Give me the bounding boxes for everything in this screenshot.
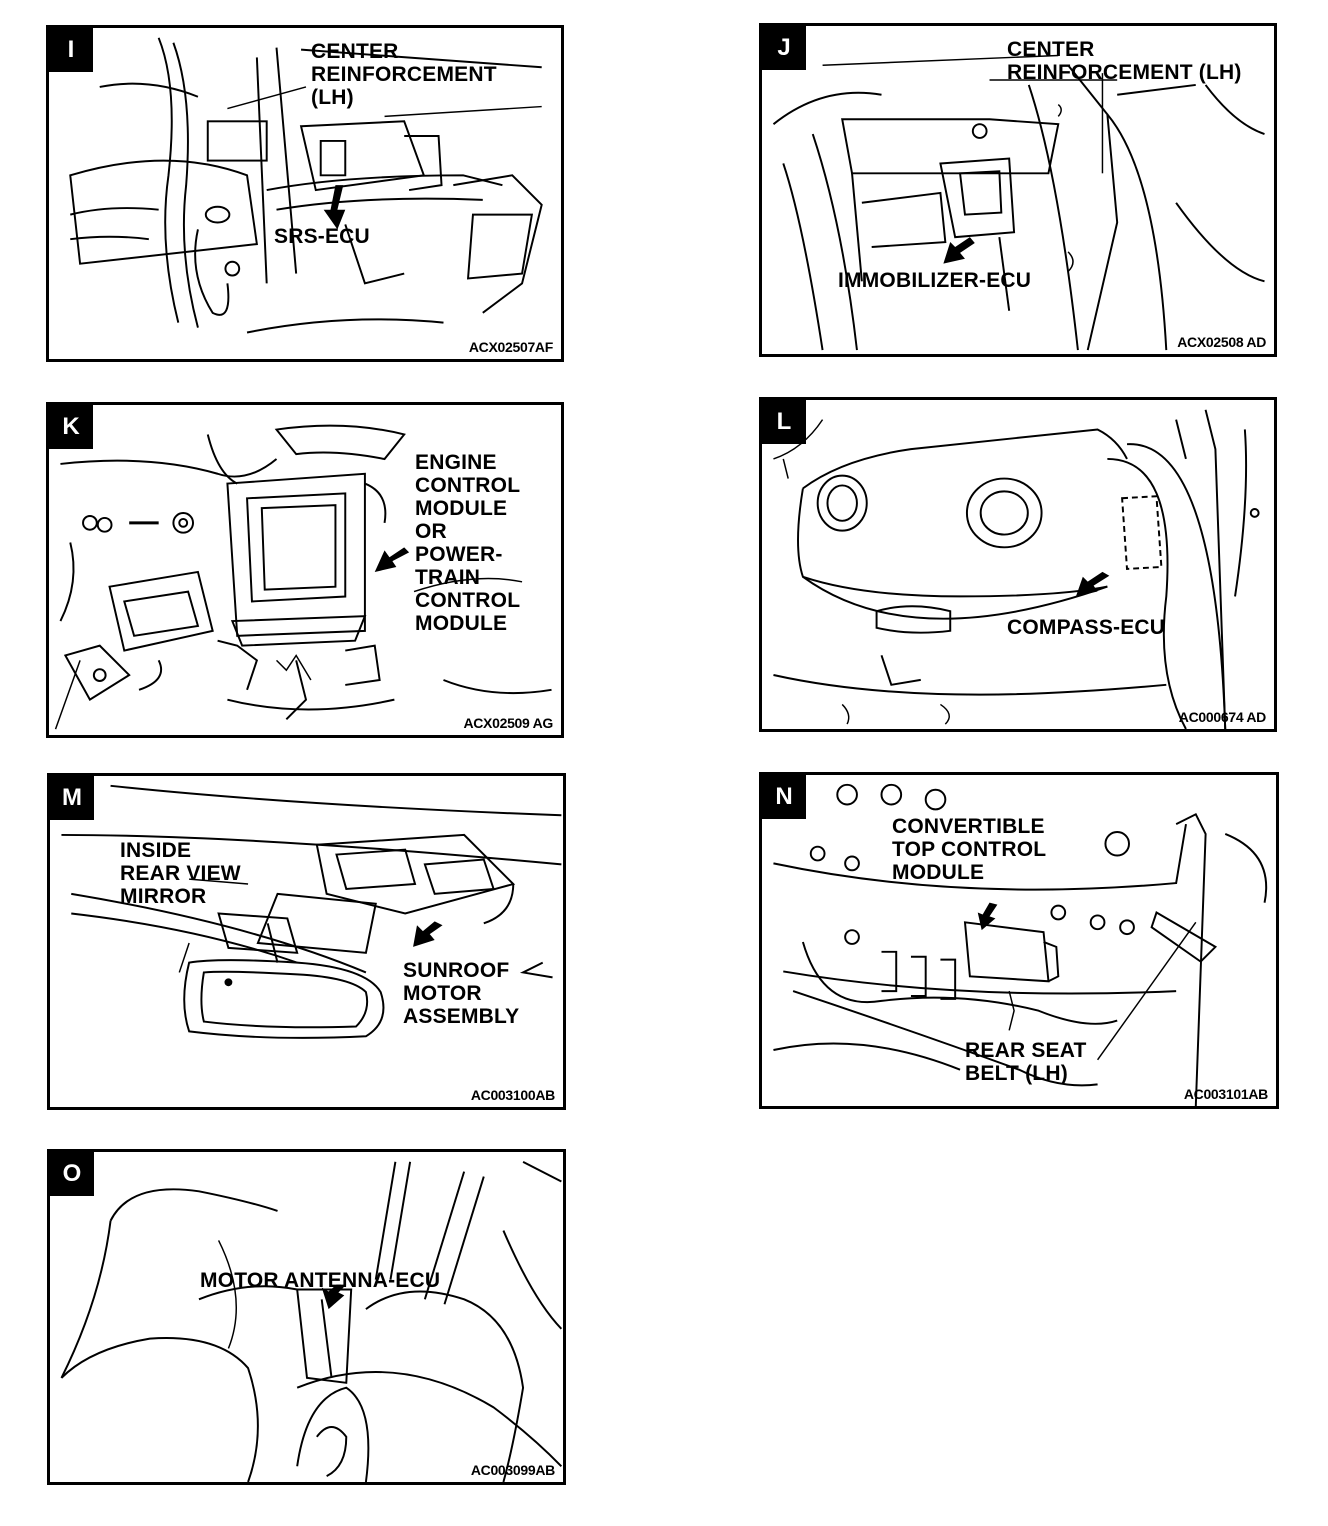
panel-letter: N [762,775,806,819]
diagram-panel-o: O MOTOR ANTENNA-ECU AC003099AB [47,1149,566,1485]
diagram-panel-k: K ENGINE CONTROL MODULE OR POWER- TRAIN … [46,402,564,738]
label-line: REINFORCEMENT [311,63,497,86]
label-immobilizer-ecu: IMMOBILIZER-ECU [838,269,1032,292]
label-sunroof-motor-assembly: SUNROOF MOTOR ASSEMBLY [403,959,519,1028]
label-rear-seat-belt: REAR SEAT BELT (LH) [965,1039,1087,1085]
panel-letter: M [50,776,94,820]
label-line: ENGINE [415,451,497,474]
figure-code: AC003101AB [1183,1086,1268,1102]
panel-n-illustration [773,783,1268,1106]
label-line: POWER- [415,543,503,566]
label-line: SUNROOF [403,959,510,982]
diagram-panel-l: L COMPASS-ECU AC000674 AD [759,397,1277,732]
label-line: REAR VIEW [120,862,241,885]
panel-o-illustration [60,1160,563,1482]
label-line: OR [415,520,447,543]
label-line: CONTROL [415,589,521,612]
label-line: CONVERTIBLE [892,815,1045,838]
label-srs-ecu: SRS-ECU [274,225,370,248]
label-line: BELT (LH) [965,1062,1068,1085]
panel-letter: I [49,28,93,72]
panel-m-illustration [61,784,562,1039]
figure-code: ACX02508 AD [1177,334,1266,350]
label-line: (LH) [311,86,354,109]
label-line: REINFORCEMENT (LH) [1007,61,1242,84]
panel-letter: J [762,26,806,70]
label-inside-rear-view-mirror: INSIDE REAR VIEW MIRROR [120,839,241,908]
panel-letter: L [762,400,806,444]
label-line: MODULE [415,612,508,635]
figure-code: AC003100AB [470,1087,555,1103]
label-line: TRAIN [415,566,481,589]
label-line: MIRROR [120,885,207,908]
label-line: CONTROL [415,474,521,497]
panel-l-illustration [773,409,1260,729]
label-line: TOP CONTROL [892,838,1047,861]
label-center-reinforcement: CENTER REINFORCEMENT (LH) [1007,38,1242,84]
label-line: CENTER [1007,38,1095,61]
label-line: MODULE [892,861,985,884]
label-motor-antenna-ecu: MOTOR ANTENNA-ECU [200,1269,441,1292]
diagram-panel-j: J CENTER REINFORCEMENT (LH) IMMOBILIZER-… [759,23,1277,357]
label-convertible-top-control-module: CONVERTIBLE TOP CONTROL MODULE [892,815,1046,884]
panel-j-illustration [772,54,1265,351]
label-line: MODULE [415,497,508,520]
figure-code: AC003099AB [470,1462,555,1478]
panel-letter: O [50,1152,94,1196]
figure-code: ACX02509 AG [463,715,553,731]
label-compass-ecu: COMPASS-ECU [1007,616,1166,639]
label-line: MOTOR [403,982,482,1005]
label-line: CENTER [311,40,399,63]
label-line: REAR SEAT [965,1039,1087,1062]
diagram-panel-i: I CENTER REINFORCEMENT (LH) SRS-ECU ACX0… [46,25,564,362]
figure-code: AC000674 AD [1178,709,1267,725]
label-line: ASSEMBLY [403,1005,520,1028]
label-line: INSIDE [120,839,192,862]
label-center-reinforcement: CENTER REINFORCEMENT (LH) [311,40,497,109]
panel-i-illustration [69,37,543,334]
panel-k-illustration [54,424,552,730]
diagram-panel-n: N CONVERTIBLE TOP CONTROL MODULE REAR SE… [759,772,1279,1109]
diagram-panel-m: M INSIDE REAR VIEW MIRROR SUNROOF MOTOR … [47,773,566,1110]
figure-code: ACX02507AF [468,339,553,355]
label-engine-control-module: ENGINE CONTROL MODULE OR POWER- TRAIN CO… [415,451,520,635]
panel-letter: K [49,405,93,449]
